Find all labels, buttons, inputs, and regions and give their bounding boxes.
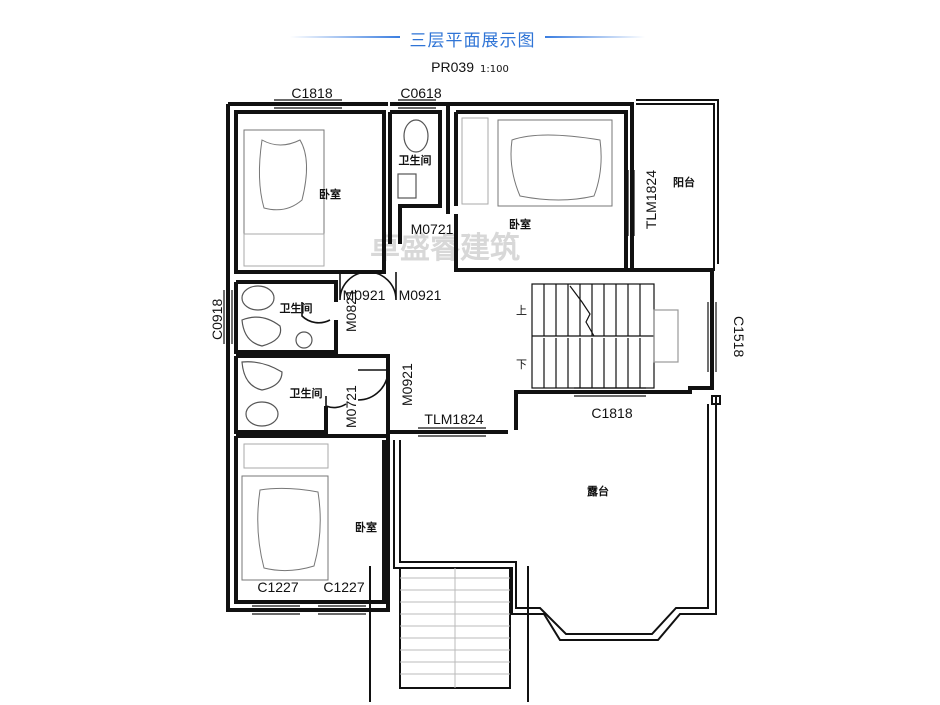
label-c1818-mid: C1818 xyxy=(591,405,632,421)
label-c1227-b: C1227 xyxy=(323,579,364,595)
header: 三层平面展示图 PR039 1:100 xyxy=(0,18,940,78)
label-c1227-a: C1227 xyxy=(257,579,298,595)
terrace-tiles xyxy=(400,568,510,688)
label-c1818-top: C1818 xyxy=(291,85,332,101)
label-balcony: 阳台 xyxy=(673,175,695,189)
label-m0721-top: M0721 xyxy=(411,221,454,237)
title-rule-right xyxy=(545,36,645,38)
bed-top-left xyxy=(243,129,325,267)
label-bath-mid: 卫生间 xyxy=(280,301,313,315)
plan-subtitle: PR039 1:100 xyxy=(0,59,940,76)
label-tlm1824-right: TLM1824 xyxy=(643,170,659,229)
label-m0921-a: M0921 xyxy=(343,287,386,303)
stairs xyxy=(531,283,679,389)
label-stair-up: 上 xyxy=(516,304,527,317)
bed-bottom xyxy=(241,443,329,581)
stair-lower-area xyxy=(369,566,529,702)
label-tlm1824-mid: TLM1824 xyxy=(424,411,483,427)
label-terrace: 露台 xyxy=(587,484,609,498)
label-m0721-low: M0721 xyxy=(343,385,359,428)
plan-scale: 1:100 xyxy=(479,64,509,75)
wall-bath-top xyxy=(388,110,442,244)
label-m0921-vert: M0921 xyxy=(399,363,415,406)
label-bed-top-left: 卧室 xyxy=(319,187,341,201)
label-m0821: M0821 xyxy=(343,289,359,332)
bath-fixtures xyxy=(241,119,429,427)
balcony-rail xyxy=(636,99,719,271)
door-swings xyxy=(301,271,397,409)
label-m0921-b: M0921 xyxy=(399,287,442,303)
watermark: 卓盛睿建筑 xyxy=(370,231,520,266)
label-bed-bottom: 卧室 xyxy=(355,520,377,534)
wall-bath-low xyxy=(234,354,390,434)
windows xyxy=(223,99,717,615)
wall-bedroom-top-left xyxy=(234,110,386,274)
label-bath-low: 卫生间 xyxy=(290,386,323,400)
wall-bath-mid xyxy=(234,280,338,354)
wall-stair-enclosure xyxy=(514,268,714,430)
label-bath-top: 卫生间 xyxy=(399,153,432,167)
page-title: 三层平面展示图 xyxy=(409,31,536,51)
label-c0918: C0918 xyxy=(209,299,225,340)
label-c0618: C0618 xyxy=(400,85,441,101)
bed-top-right xyxy=(461,117,613,207)
wall-bedroom-bottom xyxy=(234,434,388,604)
plan-code: PR039 xyxy=(431,59,474,75)
outer-wall-top xyxy=(226,102,634,612)
label-bed-top-right: 卧室 xyxy=(509,217,531,231)
title-rule-left xyxy=(290,36,400,38)
label-c1518: C1518 xyxy=(731,316,747,357)
label-stair-down: 下 xyxy=(516,358,527,371)
